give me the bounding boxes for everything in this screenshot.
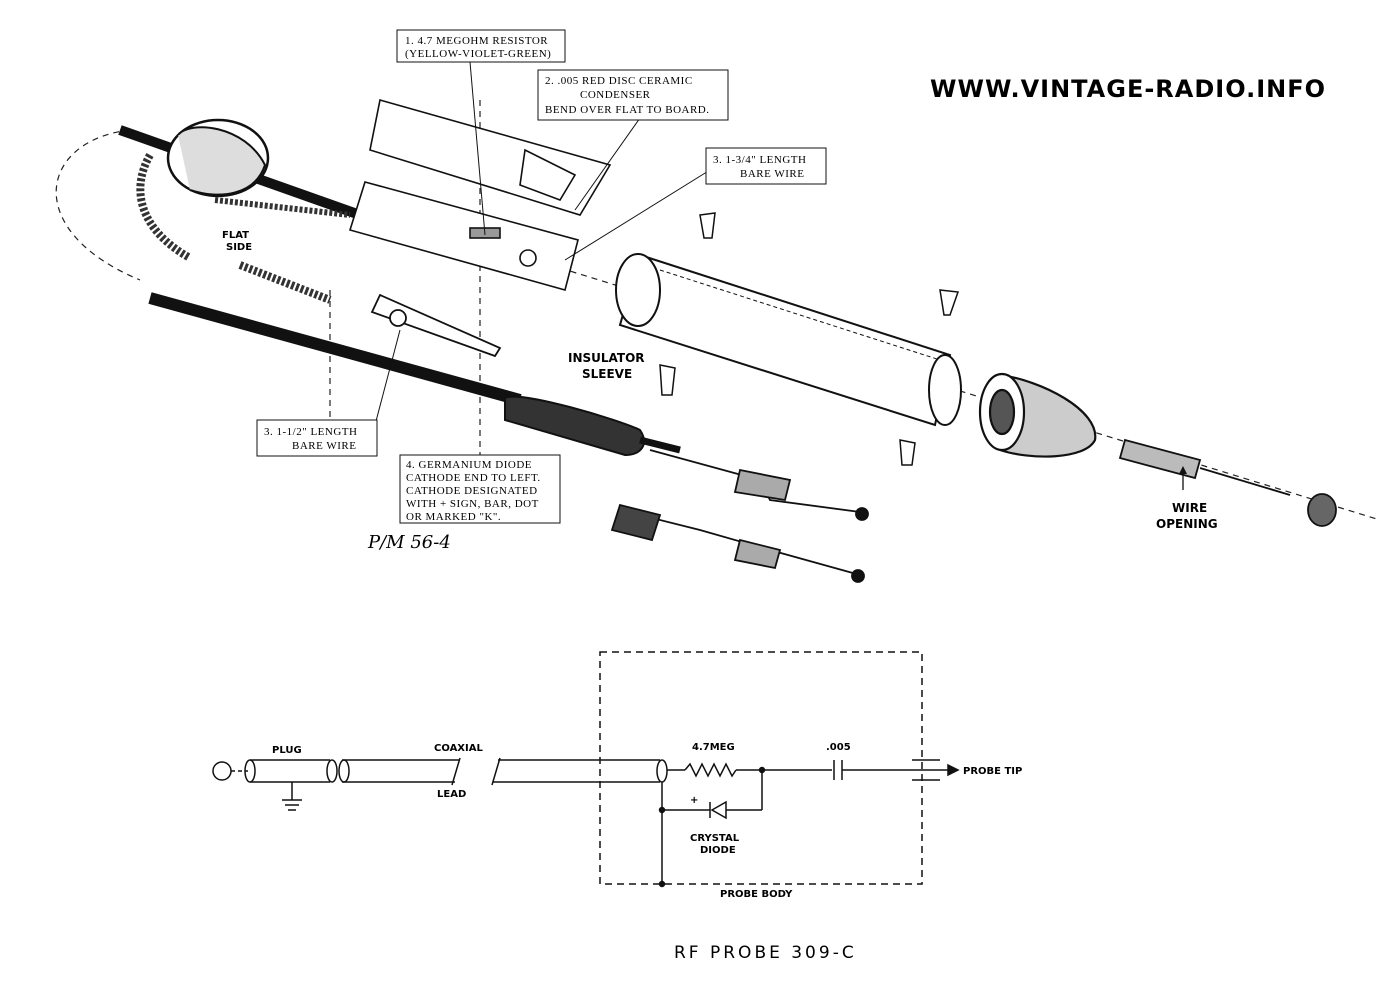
- svg-text:4. GERMANIUM DIODE: 4. GERMANIUM DIODE: [406, 459, 532, 471]
- svg-text:BARE WIRE: BARE WIRE: [292, 440, 357, 452]
- flat-side-label-1: FLAT: [222, 230, 249, 241]
- wire-opening-label-2: OPENING: [1156, 517, 1218, 531]
- resistor-symbol: [684, 762, 737, 778]
- plug-label: PLUG: [272, 745, 302, 756]
- callout-diode: 4. GERMANIUM DIODE CATHODE END TO LEFT. …: [399, 454, 561, 524]
- nose-cone: [978, 372, 1097, 458]
- diode-plus-label: +: [690, 795, 698, 806]
- svg-text:3. 1-3/4" LENGTH: 3. 1-3/4" LENGTH: [713, 154, 806, 166]
- wire-opening-label-1: WIRE: [1172, 501, 1207, 515]
- lead-label: LEAD: [437, 789, 466, 800]
- callout-leaders: [374, 61, 711, 426]
- callout-capacitor: 2. .005 RED DISC CERAMIC CONDENSER BEND …: [537, 69, 729, 121]
- capacitor-value-label: .005: [826, 742, 851, 753]
- circuit-boards: [348, 98, 612, 291]
- callout-wire-b: 3. 1-1/2" LENGTH BARE WIRE: [256, 419, 378, 457]
- plug-terminal: [212, 761, 232, 781]
- watermark-url: WWW.VINTAGE-RADIO.INFO: [930, 75, 1326, 103]
- crystal-label: CRYSTAL: [690, 833, 740, 844]
- probe-body-label: PROBE BODY: [720, 889, 793, 900]
- svg-text:(YELLOW-VIOLET-GREEN): (YELLOW-VIOLET-GREEN): [405, 48, 551, 60]
- svg-text:1. 4.7 MEGOHM RESISTOR: 1. 4.7 MEGOHM RESISTOR: [405, 35, 548, 47]
- probe-tip-label: PROBE TIP: [963, 766, 1022, 777]
- svg-text:CONDENSER: CONDENSER: [580, 89, 651, 101]
- diode-label: DIODE: [700, 845, 736, 856]
- tip-assembly: [1118, 438, 1337, 527]
- insulator-sleeve-label-2: SLEEVE: [582, 367, 632, 381]
- svg-text:BEND OVER FLAT TO BOARD.: BEND OVER FLAT TO BOARD.: [545, 104, 710, 116]
- diagram-title: RF PROBE 309-C: [674, 943, 857, 963]
- coax-segment-1: [250, 759, 330, 783]
- flat-side-label-2: SIDE: [226, 242, 252, 253]
- svg-text:OR MARKED "K".: OR MARKED "K".: [406, 511, 501, 523]
- test-plugs: [610, 449, 869, 583]
- svg-text:3. 1-1/2" LENGTH: 3. 1-1/2" LENGTH: [264, 426, 357, 438]
- handwritten-note: P/M 56-4: [367, 532, 451, 553]
- svg-text:BARE WIRE: BARE WIRE: [740, 168, 805, 180]
- svg-text:CATHODE END TO LEFT.: CATHODE END TO LEFT.: [406, 472, 541, 484]
- probe-tube: [615, 253, 962, 427]
- svg-text:WITH + SIGN, BAR, DOT: WITH + SIGN, BAR, DOT: [406, 498, 539, 510]
- diode-symbol: [710, 800, 727, 820]
- svg-text:2. .005 RED DISC CERAMIC: 2. .005 RED DISC CERAMIC: [545, 75, 693, 87]
- schematic: [212, 651, 960, 888]
- screws: [659, 212, 960, 466]
- alligator-clip: [370, 293, 502, 358]
- probe-body-box: [599, 651, 923, 885]
- svg-text:CATHODE DESIGNATED: CATHODE DESIGNATED: [406, 485, 538, 497]
- callout-resistor: 1. 4.7 MEGOHM RESISTOR (YELLOW-VIOLET-GR…: [396, 29, 566, 63]
- coaxial-label: COAXIAL: [434, 743, 483, 754]
- resistor-value-label: 4.7MEG: [692, 742, 735, 753]
- coax-cable: [148, 292, 681, 457]
- cable-boot: [118, 118, 362, 304]
- callout-wire-a: 3. 1-3/4" LENGTH BARE WIRE: [705, 147, 827, 185]
- insulator-sleeve-label-1: INSULATOR: [568, 351, 645, 365]
